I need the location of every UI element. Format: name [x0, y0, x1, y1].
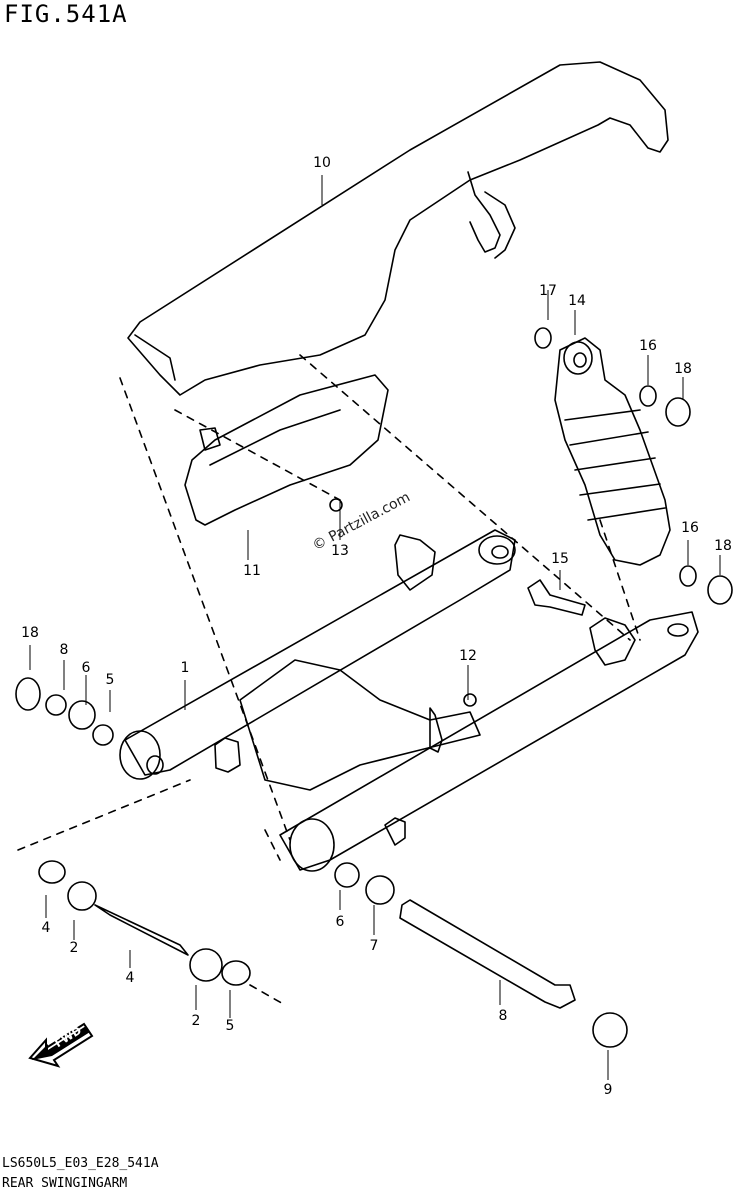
callout-label: 16 [639, 338, 657, 354]
leader-lines [29, 175, 721, 1080]
figure-title: FIG.541A [4, 0, 128, 28]
shock-absorber [554, 337, 671, 566]
callout-label: 18 [21, 625, 39, 641]
callout-label: 15 [551, 551, 569, 567]
callout-label: 12 [459, 648, 477, 664]
swingarm-right-tube [279, 611, 699, 871]
callout-label: 11 [243, 563, 261, 579]
shock-bolt [527, 579, 586, 616]
pivot-bolt [399, 899, 576, 1009]
fwd-arrow-icon: FWD [28, 1022, 94, 1068]
callout-label: 5 [106, 672, 115, 688]
callout-label: 6 [82, 660, 91, 676]
callout-label: 8 [60, 642, 69, 658]
chain-guard [184, 374, 389, 526]
callout-label: 13 [331, 543, 349, 559]
callout-label: 9 [604, 1082, 613, 1098]
callout-label: 4 [42, 920, 51, 936]
swingarm-left-tube [124, 529, 516, 776]
callout-label: 2 [192, 1013, 201, 1029]
callout-label: 6 [336, 914, 345, 930]
callout-label: 10 [313, 155, 331, 171]
callout-label: 18 [714, 538, 732, 554]
callout-label: 7 [370, 938, 379, 954]
callout-label: 5 [226, 1018, 235, 1034]
callout-label: 2 [70, 940, 79, 956]
callout-label: 14 [568, 293, 586, 309]
swingarm-crossmember [239, 659, 481, 791]
footer-name: REAR SWINGINGARM [2, 1176, 128, 1191]
chain-case [127, 61, 669, 396]
callout-label: 1 [181, 660, 190, 676]
callout-label: 18 [674, 361, 692, 377]
callout-label: 8 [499, 1008, 508, 1024]
callout-label: 4 [126, 970, 135, 986]
callout-label: 17 [539, 283, 557, 299]
callout-numbers: 10 11 1 18 8 6 5 4 2 4 2 5 6 7 8 9 12 13… [21, 155, 732, 1098]
footer-code: LS650L5_E03_E28_541A [2, 1156, 159, 1171]
callout-label: 16 [681, 520, 699, 536]
